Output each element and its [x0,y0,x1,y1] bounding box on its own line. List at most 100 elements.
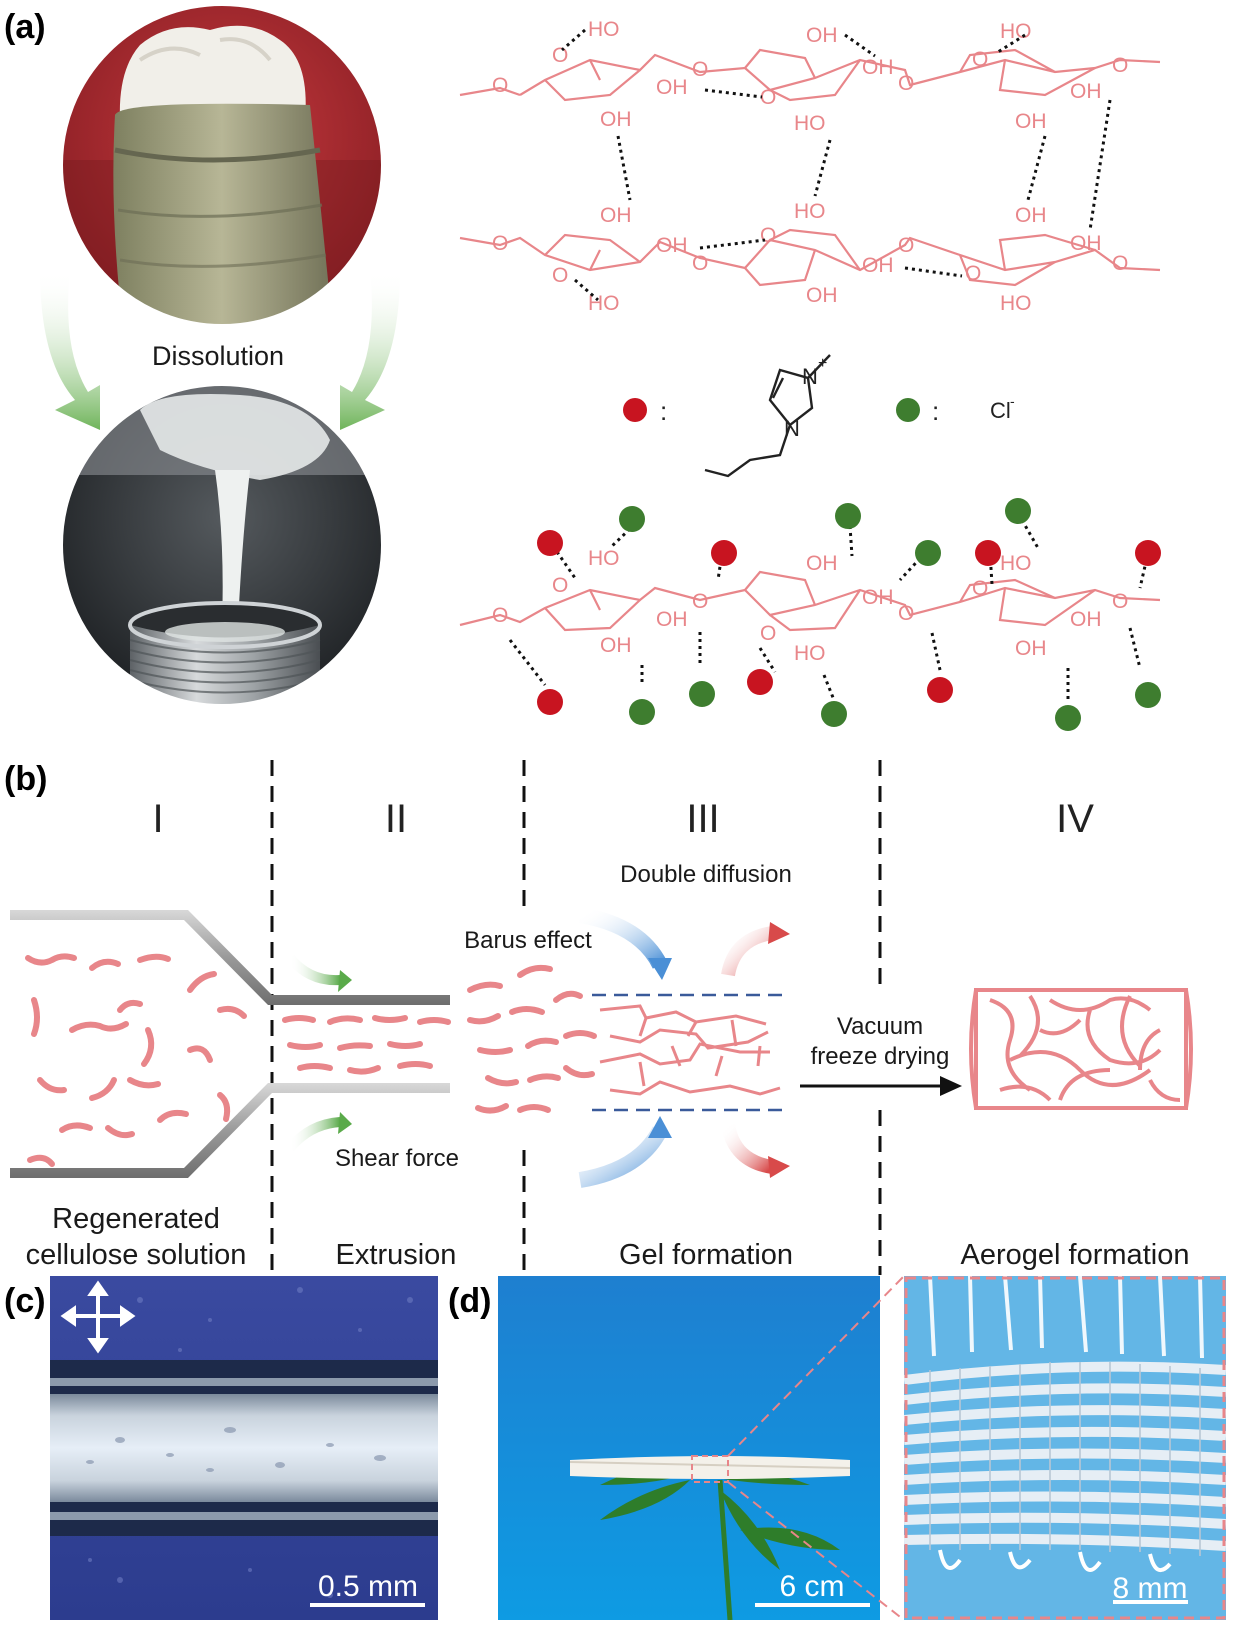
caption-gel-formation: Gel formation [619,1239,793,1271]
caption-extrusion: Extrusion [336,1239,457,1271]
svg-text:OH: OH [1015,637,1047,660]
svg-text:O: O [972,577,988,600]
svg-text:HO: HO [588,547,620,570]
dissolution-label: Dissolution [152,341,284,371]
scale-bar-d-main-label: 6 cm [779,1570,844,1603]
svg-text:O: O [1112,252,1128,275]
svg-text:OH: OH [656,234,688,257]
svg-text:N: N [784,416,800,441]
gel-network [592,993,790,1112]
chain-1-labels: HO O O OH O OH OH O O HO O OH O OH HO OH [492,18,1128,135]
svg-text:OH: OH [1070,608,1102,631]
svg-text:O: O [965,262,981,285]
ionic-liquid-legend: : N + N : Cl - [623,354,1015,478]
caption-cellulose-solution: cellulose solution [26,1239,247,1271]
barus-effect-label: Barus effect [464,927,592,954]
svg-text:O: O [1112,54,1128,77]
outflow-arrow-top-icon [721,926,774,977]
svg-text:OH: OH [862,254,894,277]
svg-text:O: O [692,590,708,613]
svg-text:HO: HO [1000,292,1032,315]
svg-text:HO: HO [1000,20,1032,43]
ion-interactions [508,498,1161,731]
cellulose-chains-stage-2 [282,1015,451,1075]
stage-label-4: IV [1056,797,1094,841]
chain-2-labels: OH HO OH O OH O O OH O O OH O O HO OH HO [492,200,1128,315]
svg-text:HO: HO [588,292,620,315]
stage-label-3: III [686,797,719,841]
svg-text:OH: OH [600,634,632,657]
aerogel-fiber-photo: 6 cm [498,1276,880,1620]
scale-bar-d-zoom-label: 8 mm [1113,1572,1188,1605]
svg-text::: : [932,396,939,426]
panel-label-b: (b) [4,760,47,798]
svg-text:O: O [760,622,776,645]
svg-text:HO: HO [794,112,826,135]
svg-text:HO: HO [794,642,826,665]
double-diffusion-label: Double diffusion [620,861,792,888]
svg-text:O: O [492,232,508,255]
cellulose-chains-barus [467,964,597,1114]
svg-text:OH: OH [1015,110,1047,133]
svg-text:O: O [898,234,914,257]
panel-label-c: (c) [4,1282,46,1320]
panel-label-a: (a) [4,8,46,46]
woven-fabric-zoom-photo: 8 mm [904,1276,1226,1620]
svg-text:O: O [692,252,708,275]
svg-text:O: O [492,604,508,627]
svg-text:OH: OH [1070,80,1102,103]
svg-text:HO: HO [1000,552,1032,575]
svg-text:OH: OH [600,108,632,131]
hydrogen-bonds [561,28,1112,302]
svg-text:OH: OH [600,204,632,227]
svg-text:Cl: Cl [990,398,1011,423]
panel-label-d: (d) [448,1282,491,1320]
shear-arrow-top-icon [286,954,341,986]
cellulose-chains-stage-1 [25,953,247,1167]
zoom-connector [727,1275,905,1621]
panel-b-arrows [286,907,962,1188]
svg-text:O: O [760,86,776,109]
svg-text:OH: OH [806,24,838,47]
outflow-arrow-bottom-icon [721,1123,774,1174]
diffusion-arrow-top-icon [578,907,668,969]
svg-text:O: O [692,58,708,81]
svg-text:+: + [818,355,827,372]
aerogel-structure [969,988,1193,1110]
cotton-sack-photo [61,4,383,326]
svg-text::: : [660,396,667,426]
stage-label-1: I [152,797,163,841]
svg-text:O: O [552,44,568,67]
freeze-drying-label: freeze drying [811,1043,950,1070]
stage-dividers [270,760,882,1275]
svg-text:OH: OH [656,608,688,631]
polarized-microscope-image: 0.5 mm [50,1276,438,1620]
svg-text:O: O [972,48,988,71]
chain-3-labels: HO OH HO O O OH O O O OH OH O O OH HO OH [492,547,1128,665]
svg-text:OH: OH [806,284,838,307]
shear-force-label: Shear force [335,1145,459,1172]
svg-text:O: O [552,574,568,597]
svg-text:N: N [802,364,818,389]
polarizer-cross-icon [60,1280,136,1354]
diffusion-arrow-bottom-icon [578,1126,668,1188]
vacuum-label: Vacuum [837,1013,923,1040]
pouring-solution-photo [61,384,383,706]
cation-marker-icon [623,398,647,422]
svg-text:OH: OH [1070,232,1102,255]
extrusion-nozzle [10,910,450,1178]
cellulose-hydrogen-bond-network [459,48,1161,632]
svg-text:O: O [898,72,914,95]
svg-text:OH: OH [806,552,838,575]
dissolution-arrow-right-icon [340,270,400,430]
caption-regenerated: Regenerated [52,1203,220,1235]
svg-text:OH: OH [656,76,688,99]
dissolution-arrow-left-icon [40,270,100,430]
caption-aerogel-formation: Aerogel formation [961,1239,1190,1271]
svg-text:O: O [552,264,568,287]
svg-text:O: O [1112,590,1128,613]
svg-text:OH: OH [1015,204,1047,227]
svg-text:OH: OH [862,56,894,79]
svg-text:O: O [492,74,508,97]
